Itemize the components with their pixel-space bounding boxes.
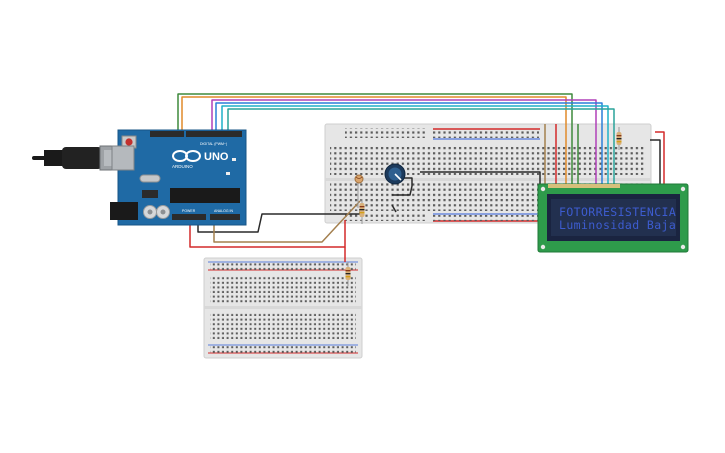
wire-brown-a0	[213, 200, 361, 243]
wire-black-lcd	[650, 139, 661, 186]
small-board-resistor[interactable]	[345, 262, 351, 286]
wire-red-5v	[189, 220, 346, 248]
wire-purple-top	[211, 99, 597, 186]
wire-red-lcd	[655, 131, 665, 186]
lcd-line-1: FOTORRESISTENCIA	[559, 205, 676, 219]
arduino-logo-icon	[172, 150, 201, 162]
breadboard-small[interactable]	[203, 257, 363, 359]
uno-label: UNO	[204, 151, 229, 163]
power-header-label: POWER	[182, 209, 196, 213]
power-jack	[110, 202, 138, 220]
wire-blue-top	[215, 102, 603, 186]
wires	[177, 93, 665, 262]
lcd-16x2[interactable]: FOTORRESISTENCIA Luminosidad Baja	[537, 183, 689, 253]
wire-green-top	[177, 93, 573, 186]
potentiometer[interactable]	[384, 163, 406, 213]
photoresistor[interactable]	[354, 174, 364, 208]
wire-teal-top	[227, 108, 615, 186]
arduino-brand-label: ARDUINO	[172, 164, 193, 169]
wire-cyan-top	[221, 105, 609, 186]
digital-header-label: DIGITAL (PWM~)	[200, 142, 227, 146]
lcd-line-2: Luminosidad Baja	[559, 218, 676, 232]
wire-orange-top	[181, 96, 567, 186]
wire-black-pot	[392, 177, 413, 196]
analog-header-label: ANALOG IN	[214, 209, 234, 213]
arduino-uno[interactable]: UNO ARDUINO DIGITAL (PWM~) POWER ANALOG …	[110, 129, 247, 226]
resistor[interactable]	[359, 199, 365, 224]
resistor-top-right[interactable]	[616, 127, 622, 150]
